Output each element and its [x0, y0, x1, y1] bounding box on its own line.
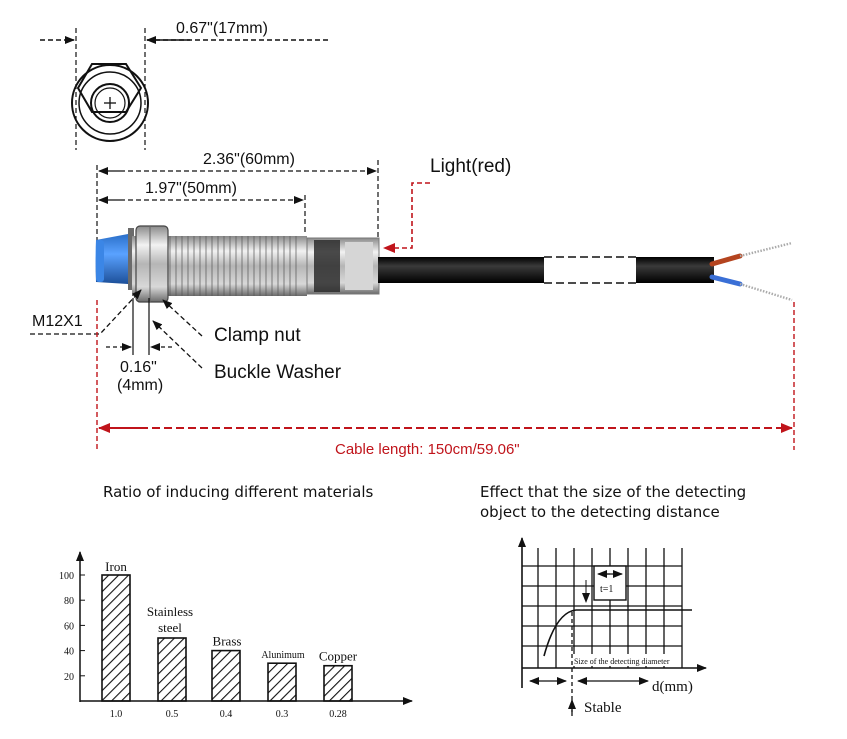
nut-width-in: 0.16": [120, 359, 157, 376]
bar: [211, 649, 241, 702]
nut-width-mm: (4mm): [117, 377, 163, 394]
bars: [101, 574, 353, 702]
bar-label: Stainless: [147, 604, 193, 619]
light-callout: Light(red): [383, 156, 511, 253]
x-tick-label: 0.3: [276, 709, 289, 720]
bar: [267, 662, 297, 702]
x-axis-ticks: 1.0 0.5 0.4 0.3 0.28: [110, 709, 347, 720]
bar-label: Alunimum: [261, 650, 305, 661]
y-tick-label: 100: [59, 571, 74, 582]
length-dimensions: 2.36"(60mm) 1.97"(50mm): [96, 151, 379, 240]
distance-chart-title-1: Effect that the size of the detecting: [480, 483, 746, 501]
y-tick-label: 80: [64, 596, 74, 607]
bar-label: Brass: [213, 634, 242, 649]
ratio-chart-title: Ratio of inducing different materials: [103, 483, 374, 501]
cable-length-dimension: Cable length: 150cm/59.06": [96, 300, 795, 458]
bar-label: steel: [158, 620, 182, 635]
cable: [378, 241, 793, 302]
head-diameter-label: 0.67"(17mm): [176, 20, 268, 37]
x-tick-label: 1.0: [110, 709, 123, 720]
bar-label: Copper: [319, 649, 358, 664]
stable-label: Stable: [584, 700, 622, 716]
thread-spec-label: M12X1: [32, 313, 83, 330]
x-tick-label: 0.5: [166, 709, 179, 720]
clamp-nut-label: Clamp nut: [214, 325, 301, 346]
bar: [157, 637, 187, 702]
cable-length-label: Cable length: 150cm/59.06": [335, 441, 520, 458]
bar-label: Iron: [105, 559, 127, 574]
sensor-body: [95, 225, 380, 303]
distance-chart: Effect that the size of the detecting ob…: [480, 483, 746, 716]
total-length-label: 2.36"(60mm): [203, 151, 295, 168]
y-tick-label: 40: [64, 647, 74, 658]
bar: [323, 664, 353, 702]
ratio-chart: Ratio of inducing different materials 10…: [59, 483, 413, 720]
x-axis-label: d(mm): [652, 679, 693, 695]
x-tick-label: 0.28: [329, 709, 347, 720]
t-label: t=1: [600, 584, 613, 595]
thread-callouts: M12X1 Clamp nut Buckle Washer 0.16" (4mm…: [30, 289, 342, 394]
y-tick-label: 60: [64, 621, 74, 632]
buckle-washer-label: Buckle Washer: [214, 362, 342, 383]
distance-chart-title-2: object to the detecting distance: [480, 503, 720, 521]
y-axis-ticks: 100 80 60 40 20: [59, 571, 85, 683]
bar: [101, 574, 131, 702]
nut-top-view: 0.67"(17mm): [40, 20, 330, 150]
y-tick-label: 20: [64, 672, 74, 683]
thread-length-label: 1.97"(50mm): [145, 180, 237, 197]
x-tick-label: 0.4: [220, 709, 233, 720]
inset-label: Size of the detecting diameter: [574, 657, 670, 666]
light-label: Light(red): [430, 156, 511, 177]
